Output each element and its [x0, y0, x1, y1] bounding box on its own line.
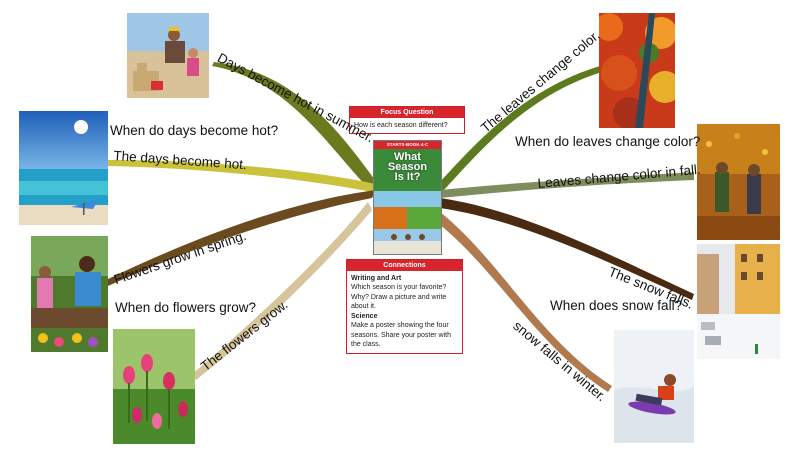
branch-spring-top [106, 190, 376, 286]
branch-winter-top [440, 198, 694, 300]
branch-winter-bottom [434, 212, 612, 392]
leaves-falling-photo [697, 124, 780, 240]
science-text: Make a poster showing the four seasons. … [351, 322, 451, 349]
focus-question-text: How is each season different? [354, 122, 448, 129]
writing-text: Which season is your favorite? Why? Draw… [351, 284, 447, 311]
book-title-line3: Is It? [394, 171, 421, 183]
branch-summer-top [212, 62, 378, 192]
autumn-forest-photo [599, 13, 675, 128]
focus-question-box: Focus Question How is each season differ… [349, 106, 465, 135]
book-series-label: STARTS·BOOK·4·C [386, 142, 429, 147]
branch-spring-bottom [192, 202, 372, 380]
branch-summer-bottom [108, 160, 376, 192]
garden-planting-photo [31, 236, 108, 352]
sledding-photo [614, 330, 694, 443]
focus-question-title: Focus Question [350, 107, 464, 118]
writing-heading: Writing and Art [351, 275, 402, 282]
tulips-photo [113, 329, 195, 444]
ocean-beach-photo [19, 111, 108, 225]
beach-sandcastle-photo [127, 13, 209, 98]
question-winter: When does snow fall? [550, 298, 683, 313]
connections-title: Connections [347, 260, 462, 271]
question-summer: When do days become hot? [110, 123, 279, 138]
book-title-line2: Season [387, 161, 428, 173]
snowy-street-photo [697, 244, 780, 359]
connections-box: Connections Writing and Art Which season… [346, 259, 463, 354]
science-heading: Science [351, 312, 378, 320]
question-spring: When do flowers grow? [115, 300, 257, 315]
book-title: What Season Is It? [374, 151, 441, 183]
book-title-line1: What [394, 151, 421, 163]
question-fall: When do leaves change color? [515, 134, 701, 149]
branch-fall-bottom [440, 172, 694, 198]
book-cover: STARTS·BOOK·4·C What Season Is It? [373, 140, 442, 255]
